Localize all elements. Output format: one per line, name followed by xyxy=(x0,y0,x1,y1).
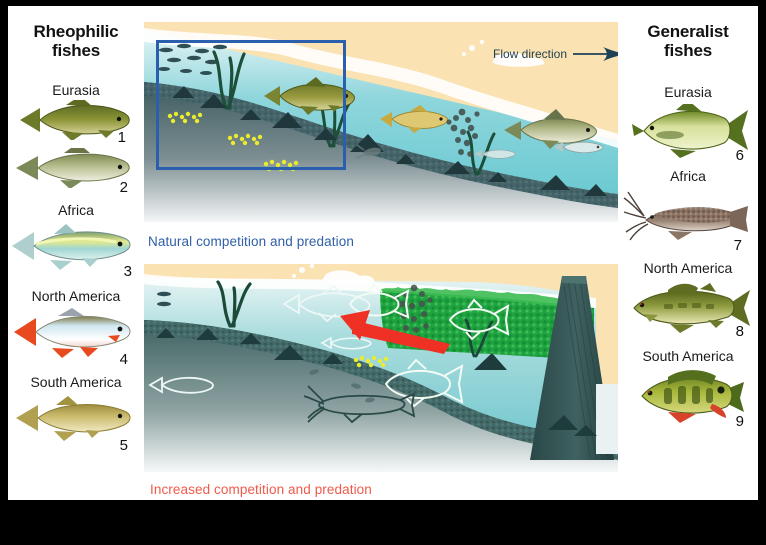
fish-entry-3: 3 xyxy=(8,222,144,280)
catfish-barbels xyxy=(623,191,649,241)
fish-number-8: 8 xyxy=(735,323,744,340)
fish-number-1: 1 xyxy=(117,129,126,146)
region-label-eurasia-left: Eurasia xyxy=(52,82,100,98)
region-label-south-america-left: South America xyxy=(30,374,122,390)
fish-entry-1: 1 xyxy=(8,100,144,146)
debris xyxy=(309,369,375,403)
region-label-north-america-right: North America xyxy=(643,260,733,276)
algae-clump xyxy=(446,108,480,157)
fish-number-2: 2 xyxy=(119,179,128,196)
caption-natural: Natural competition and predation xyxy=(148,234,354,249)
panel-natural-river: Flow direction xyxy=(144,22,618,222)
region-label-africa-left: Africa xyxy=(58,202,94,218)
aquatic-plant xyxy=(216,280,252,328)
fish-eggs xyxy=(353,355,389,368)
surface-foam xyxy=(292,264,375,285)
fish-outline-catfish xyxy=(303,385,416,424)
fish-icon-cichlid xyxy=(641,370,744,423)
ghost-fish-shiner xyxy=(148,376,214,394)
fish-icon-barb xyxy=(12,224,131,270)
fish-icon-bass xyxy=(633,283,750,333)
flow-direction-label: Flow direction xyxy=(493,47,568,61)
region-label-north-america-left: North America xyxy=(31,288,121,304)
figure-card: Flow direction Natural competition and p… xyxy=(8,6,758,500)
arrow-right-icon xyxy=(573,47,618,61)
fish-outline-carp xyxy=(384,358,464,408)
caption-impounded: Increased competition and predation xyxy=(150,482,372,497)
surface-foam xyxy=(462,39,545,67)
fish-icon-shiner xyxy=(14,308,131,358)
fish-number-5: 5 xyxy=(119,437,128,454)
fish-entry-4: 4 xyxy=(8,308,144,368)
fish-icon-trout xyxy=(20,100,130,140)
fish-icon-characin xyxy=(16,396,131,441)
aquatic-plant xyxy=(212,50,246,110)
fish-entry-7: 7 xyxy=(618,190,758,254)
crayfish xyxy=(355,144,381,159)
red-pointer-arrow xyxy=(340,310,450,354)
region-label-africa-right: Africa xyxy=(670,168,706,184)
fish-small-pale xyxy=(554,141,604,154)
fish-school xyxy=(158,43,227,75)
center-stage: Flow direction Natural competition and p… xyxy=(144,6,618,500)
fish-entry-5: 5 xyxy=(8,396,144,454)
left-title-line2: fishes xyxy=(52,41,100,60)
fish-number-6: 6 xyxy=(735,147,744,164)
fish-icon-catfish xyxy=(623,191,748,241)
fish-nase xyxy=(504,109,597,149)
fish-entry-9: 9 xyxy=(618,368,758,430)
legend-rheophilic-fishes: Rheophilic fishes Eurasia 1 xyxy=(8,6,144,500)
fish-entry-2: 2 xyxy=(8,148,144,196)
ghost-fish-school xyxy=(157,291,171,307)
fish-number-7: 7 xyxy=(733,237,742,254)
fish-entry-8: 8 xyxy=(618,280,758,340)
fish-icon-bream xyxy=(632,104,748,158)
right-column-title: Generalist fishes xyxy=(618,22,758,60)
fish-outline-bream xyxy=(348,283,410,319)
ghost-fish-small xyxy=(320,336,372,350)
legend-generalist-fishes: Generalist fishes Eurasia 6 xyxy=(618,6,758,500)
impounded-river-illustration xyxy=(144,264,618,472)
fish-entry-6: 6 xyxy=(618,104,758,164)
right-title-line1: Generalist xyxy=(647,22,729,41)
fish-number-3: 3 xyxy=(123,263,132,280)
fish-outline-bream xyxy=(448,298,510,341)
fish-barbel xyxy=(380,105,449,133)
rock xyxy=(156,328,597,436)
left-column-title: Rheophilic fishes xyxy=(8,22,144,60)
rock xyxy=(172,86,607,196)
fish-number-4: 4 xyxy=(119,351,128,368)
flow-direction-annotation: Flow direction xyxy=(493,46,618,62)
fish-small-pale xyxy=(474,149,516,159)
fish-icon-nase xyxy=(16,148,130,188)
right-title-line2: fishes xyxy=(664,41,712,60)
ghost-fish-trout xyxy=(282,284,371,323)
panel-impounded-river xyxy=(144,264,618,472)
region-label-eurasia-right: Eurasia xyxy=(664,84,712,100)
region-label-south-america-right: South America xyxy=(642,348,734,364)
left-title-line1: Rheophilic xyxy=(33,22,119,41)
fish-number-9: 9 xyxy=(735,413,744,430)
